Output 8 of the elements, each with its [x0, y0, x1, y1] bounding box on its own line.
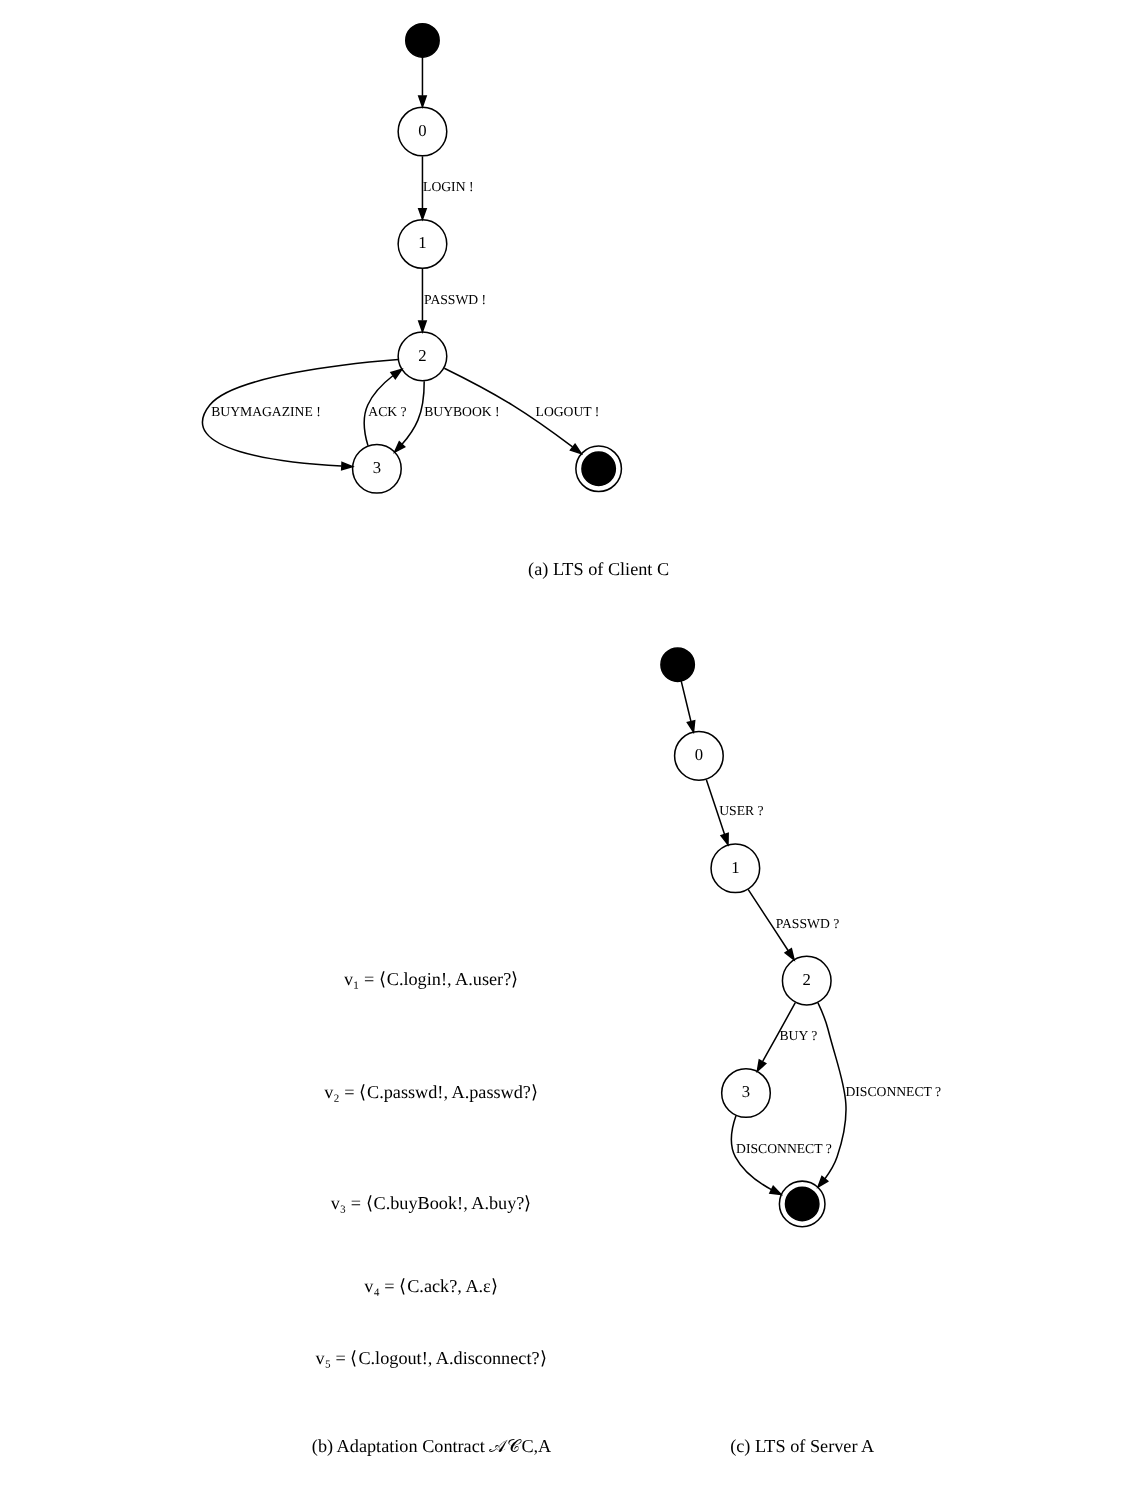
label: v₂ = ⟨C.passwd!, A.passwd?⟩: [323, 1081, 538, 1102]
label: (a) LTS of Client C: [527, 559, 669, 580]
label: v₄ = ⟨C.ack?, A.ε⟩: [363, 1276, 498, 1297]
label: v₃ = ⟨C.buyBook!, A.buy?⟩: [329, 1192, 532, 1213]
label: (c) LTS of Server A: [729, 1435, 874, 1456]
label: v₅ = ⟨C.logout!, A.disconnect?⟩: [314, 1347, 547, 1368]
label: v₁ = ⟨C.login!, A.user?⟩: [342, 969, 519, 990]
label: (b) Adaptation Contract 𝒜𝒞C,A: [310, 1435, 551, 1456]
